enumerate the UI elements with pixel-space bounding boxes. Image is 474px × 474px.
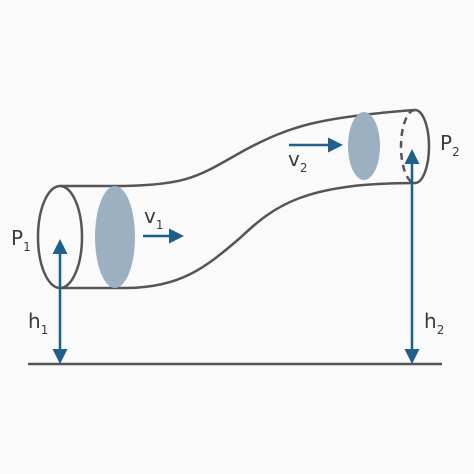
cross-section-1 xyxy=(95,186,135,288)
label-p1: P1 xyxy=(11,226,31,254)
pipe-top-edge xyxy=(60,108,416,188)
cross-section-2 xyxy=(348,112,380,180)
outlet-opening-front xyxy=(414,108,431,185)
label-h2: h2 xyxy=(424,309,444,337)
label-v2: v2 xyxy=(288,147,307,175)
pipe-bottom-edge xyxy=(60,181,416,290)
label-v1: v1 xyxy=(144,204,163,232)
label-h1: h1 xyxy=(28,309,48,337)
label-p2: P2 xyxy=(440,131,460,159)
